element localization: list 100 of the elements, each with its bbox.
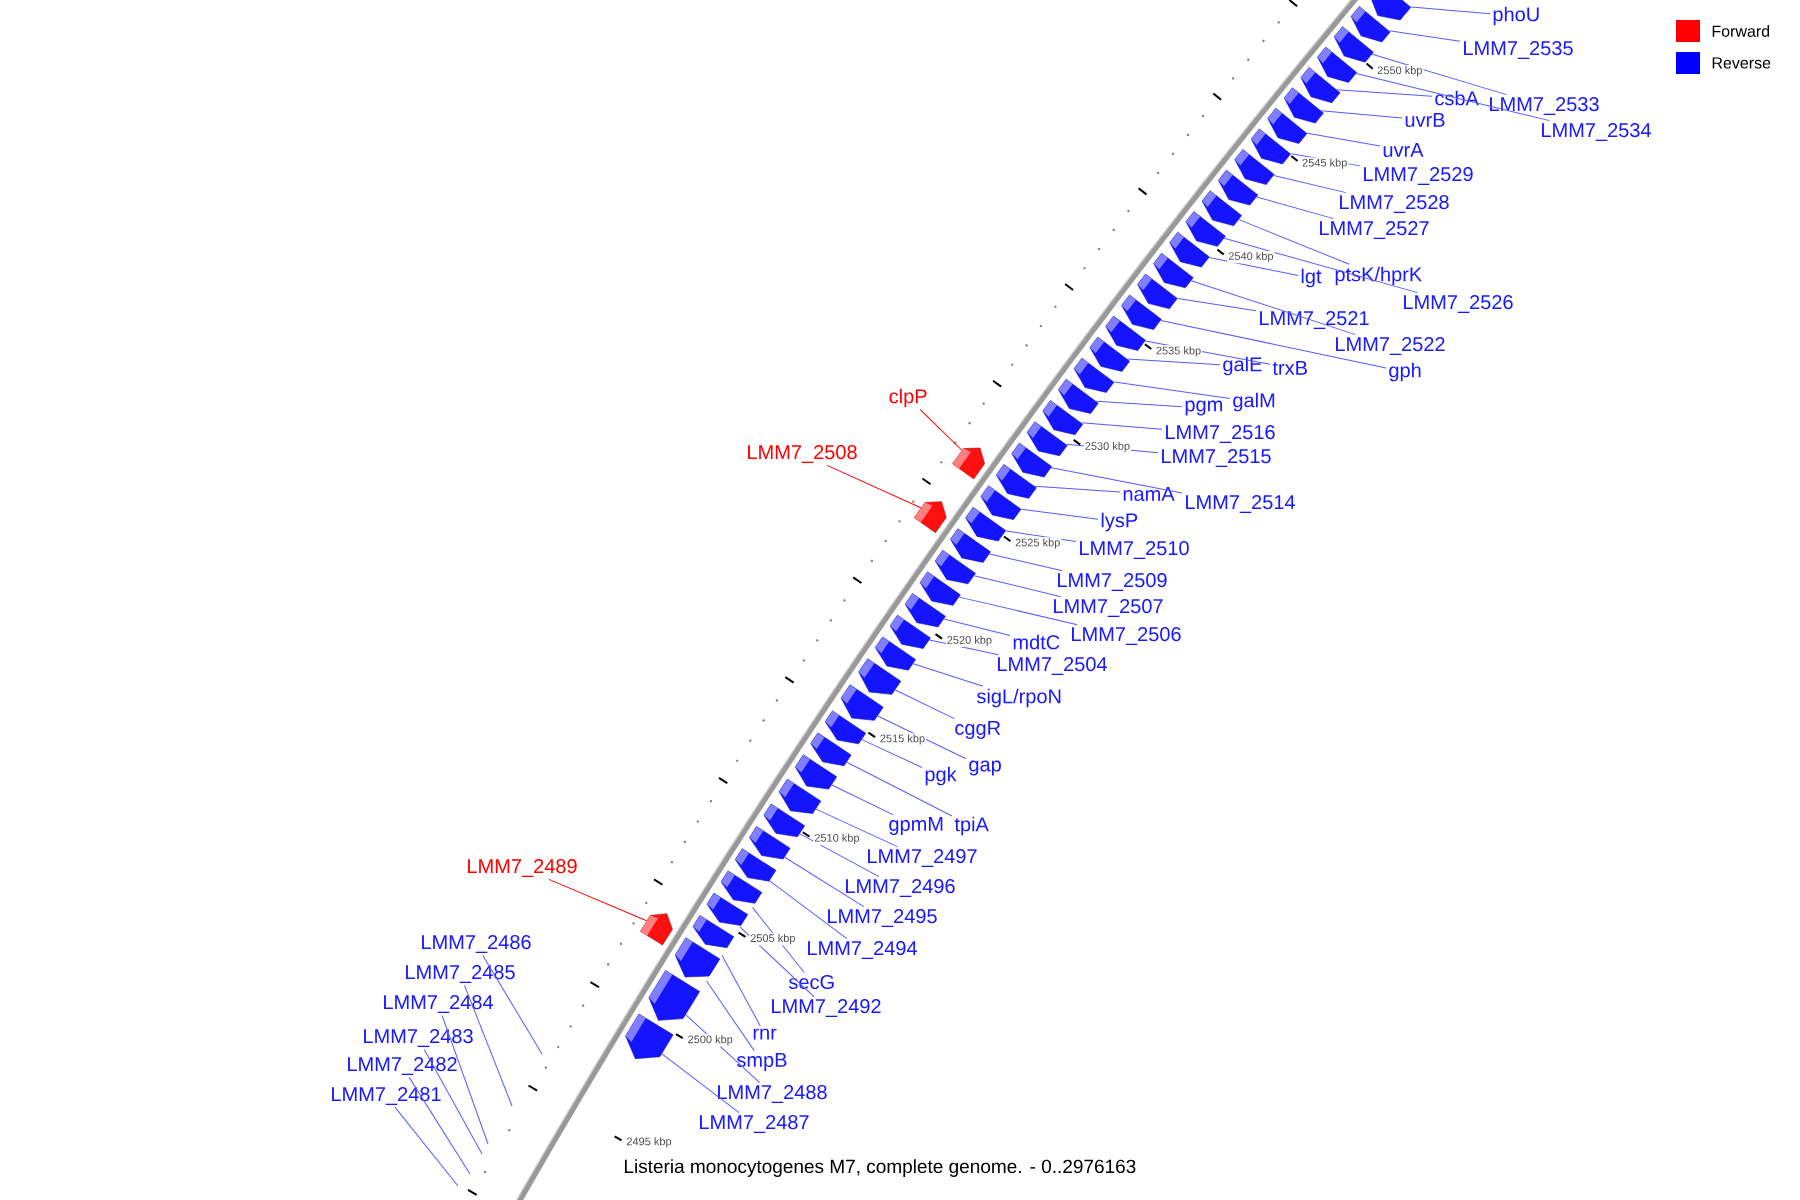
- leader-line: [1238, 219, 1350, 265]
- gene-block: [825, 710, 867, 745]
- gene-label: LMM7_2516: [1166, 425, 1275, 443]
- gene-label: LMM7_2528: [1340, 195, 1449, 213]
- gene-label: pgk: [925, 766, 957, 786]
- leader-line: [861, 739, 923, 768]
- gene-label: LMM7_2487: [700, 1115, 809, 1133]
- leader-line: [441, 1014, 489, 1145]
- leader-line: [1177, 297, 1257, 312]
- gene-label: LMM7_2510: [1080, 541, 1189, 559]
- leader-line: [989, 553, 1063, 572]
- leader-line: [1306, 132, 1381, 147]
- leader-line: [394, 1106, 459, 1187]
- leader-line: [815, 808, 898, 848]
- gene-block: [965, 506, 1007, 542]
- gene-block: [778, 778, 822, 814]
- leader-line: [1371, 53, 1507, 96]
- gene-label: rnr: [753, 1028, 777, 1040]
- gene-label: LMM7_2483: [364, 1029, 473, 1047]
- leader-line: [752, 907, 805, 974]
- gene-label: LMM7_2522: [1336, 337, 1445, 355]
- leader-line: [661, 1053, 740, 1114]
- leader-line: [1113, 381, 1231, 400]
- leader-line: [943, 618, 1011, 636]
- gene-block: [980, 485, 1022, 520]
- gene-label: galE: [1223, 356, 1262, 376]
- gene-block: [1201, 190, 1242, 226]
- leader-line: [1144, 340, 1271, 365]
- legend-label: Forward: [1712, 25, 1770, 37]
- leader-line: [1223, 237, 1419, 294]
- gene-block: [1026, 421, 1068, 457]
- leader-line: [464, 984, 513, 1107]
- gene-label: LMM7_2497: [868, 849, 977, 867]
- gene-block: [1042, 400, 1083, 435]
- gene-label: LMM7_2515: [1162, 449, 1271, 467]
- gene-label: LMM7_2495: [828, 909, 937, 927]
- gene-block: [1250, 128, 1291, 165]
- gene-block: [640, 913, 673, 946]
- gene-block: [795, 754, 837, 790]
- gene-block: [1089, 336, 1130, 372]
- gene-block: [1121, 294, 1162, 330]
- gene-label: LMM7_2492: [772, 999, 881, 1017]
- gene-label: galM: [1233, 392, 1275, 412]
- leader-line: [1005, 530, 1077, 542]
- leader-line: [408, 1076, 471, 1175]
- gene-block: [840, 684, 884, 721]
- leader-line: [1320, 110, 1403, 119]
- gene-block: [934, 550, 976, 585]
- gene-block: [919, 571, 961, 606]
- gene-label: uvrA: [1383, 143, 1424, 157]
- gene-block: [648, 970, 700, 1021]
- gene-label: secG: [788, 974, 834, 990]
- gene-block: [1334, 26, 1374, 63]
- gene-block: [1137, 273, 1178, 309]
- gene-label: tpiA: [954, 816, 989, 836]
- gene-block: [749, 826, 791, 860]
- gene-label: phoU: [1493, 6, 1539, 26]
- gene-block: [674, 937, 721, 978]
- leader-line: [423, 1048, 483, 1155]
- gene-label: LMM7_2534: [1542, 123, 1651, 141]
- caption: Listeria monocytogenes M7, complete genome. - 0..2976163: [624, 1159, 1136, 1177]
- gene-label: LMM7_2504: [998, 657, 1107, 675]
- gene-label: pgm: [1185, 400, 1222, 416]
- gene-label: trxB: [1272, 361, 1307, 375]
- gene-label: LMM7_2488: [718, 1085, 827, 1103]
- gene-label: LMM7_2481: [332, 1087, 441, 1105]
- gene-block: [810, 732, 852, 766]
- leader-line: [1034, 485, 1121, 493]
- gene-block: [996, 464, 1037, 499]
- gene-block: [1350, 6, 1391, 43]
- gene-block: [1283, 87, 1324, 124]
- leader-line: [1388, 30, 1461, 42]
- leader-line: [1080, 422, 1163, 430]
- gene-label: sigL/rpoN: [976, 688, 1061, 708]
- legend-label: Reverse: [1712, 57, 1771, 69]
- gene-label: smpB: [736, 1053, 787, 1071]
- gene-block: [1073, 357, 1115, 393]
- gene-block: [763, 803, 805, 838]
- leader-line: [1355, 72, 1550, 122]
- gene-block: [720, 870, 763, 904]
- gene-label: cggR: [955, 721, 1001, 739]
- gene-block: [1153, 252, 1194, 289]
- leader-line: [739, 926, 815, 998]
- gene-block: [1011, 442, 1052, 478]
- gene-label: LMM7_2507: [1054, 599, 1163, 617]
- gene-block: [1267, 108, 1308, 144]
- gene-block: [692, 915, 735, 948]
- gene-block: [1234, 149, 1275, 185]
- gene-block: [706, 892, 749, 926]
- gene-block: [734, 848, 777, 882]
- gene-label: LMM7_2527: [1320, 221, 1429, 239]
- gene-block: [1218, 169, 1259, 206]
- leader-line: [826, 464, 922, 509]
- gene-label: LMM7_2514: [1186, 495, 1295, 513]
- gene-block: [1300, 67, 1341, 104]
- gene-label: LMM7_2482: [348, 1057, 457, 1075]
- gene-label: uvrB: [1405, 113, 1445, 127]
- gene-label: gph: [1389, 362, 1421, 382]
- leader-line: [928, 639, 999, 656]
- gene-label: LMM7_2489: [468, 859, 577, 877]
